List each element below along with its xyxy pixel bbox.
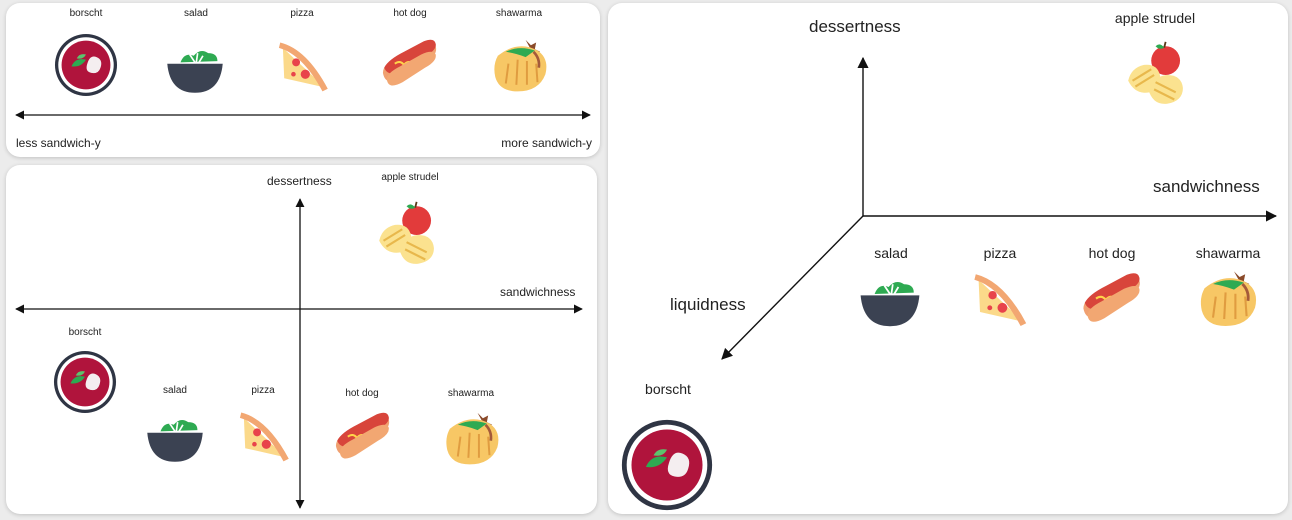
liquidness-label: liquidness <box>670 295 746 314</box>
caption-borscht: borscht <box>68 327 102 338</box>
salad-icon <box>142 405 208 471</box>
caption-salad: salad <box>163 385 187 396</box>
caption-pizza: pizza <box>251 385 275 396</box>
dessertness-label: dessertness <box>809 17 901 36</box>
caption-apple-strudel: apple strudel <box>1114 10 1196 26</box>
shawarma-icon <box>1192 263 1262 333</box>
panel-two-axes: dessertness sandwichness apple strudel b… <box>6 165 597 514</box>
sandwichness-label: sandwichness <box>500 285 576 299</box>
borscht-icon <box>619 417 715 513</box>
caption-shawarma: shawarma <box>1195 245 1261 261</box>
dessertness-label: dessertness <box>267 174 332 188</box>
sandwichness-label: sandwichness <box>1153 177 1260 196</box>
caption-shawarma: shawarma <box>447 388 495 399</box>
hot-dog-icon <box>375 32 441 98</box>
axes-svg <box>15 198 583 509</box>
liquidness-axis-line <box>721 215 864 360</box>
3d-axes-svg <box>721 56 1278 360</box>
apple-strudel-icon <box>1121 39 1193 111</box>
panel-three-axes: dessertness sandwichness liquidness appl… <box>608 3 1288 514</box>
panel-one-axis: borscht salad pizza hot dog shawarma les… <box>6 3 600 157</box>
salad-icon <box>162 36 228 102</box>
caption-hot-dog: hot dog <box>1088 245 1136 261</box>
caption-salad: salad <box>874 245 908 261</box>
caption-apple-strudel: apple strudel <box>381 172 439 183</box>
borscht-icon <box>53 32 119 98</box>
hot-dog-icon <box>328 405 394 471</box>
caption-borscht: borscht <box>645 381 691 397</box>
more-sandwichy-label: more sandwich-y <box>501 136 592 150</box>
caption-shawarma: shawarma <box>495 8 543 19</box>
apple-strudel-icon <box>372 199 444 271</box>
salad-icon <box>855 266 925 336</box>
caption-borscht: borscht <box>69 8 103 19</box>
caption-pizza: pizza <box>290 8 314 19</box>
caption-hot-dog: hot dog <box>345 388 379 399</box>
pizza-icon <box>966 263 1036 333</box>
caption-salad: salad <box>184 8 208 19</box>
hot-dog-icon <box>1075 265 1145 335</box>
pizza-icon <box>232 402 298 468</box>
borscht-icon <box>52 349 118 415</box>
caption-hot-dog: hot dog <box>393 8 427 19</box>
axis-svg <box>15 110 591 120</box>
less-sandwichy-label: less sandwich-y <box>16 136 101 150</box>
shawarma-icon <box>486 32 552 98</box>
shawarma-icon <box>438 405 504 471</box>
pizza-icon <box>271 32 337 98</box>
caption-pizza: pizza <box>983 245 1017 261</box>
